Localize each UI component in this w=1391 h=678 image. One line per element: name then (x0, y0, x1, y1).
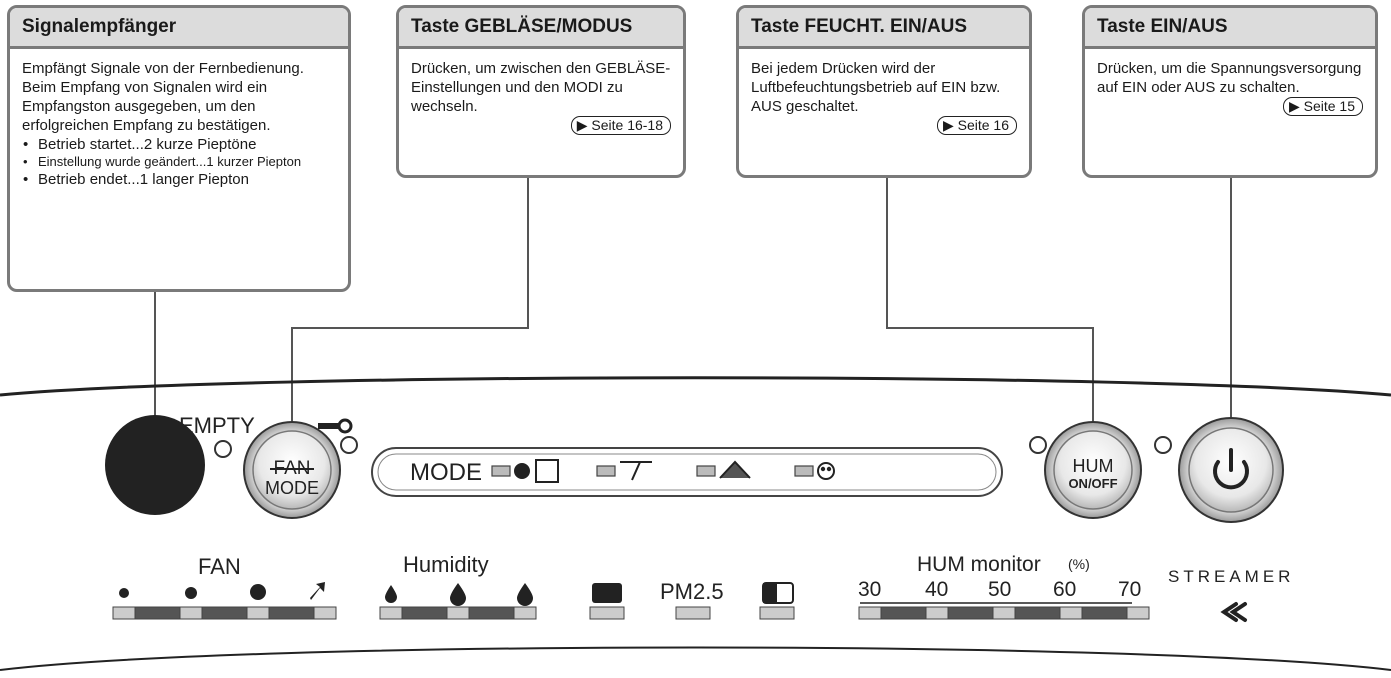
callout-title: Taste FEUCHT. EIN/AUS (739, 8, 1029, 49)
humidity-level-icons (385, 583, 533, 606)
key-led (340, 436, 358, 454)
power-led (1154, 436, 1172, 454)
mode-indicators (491, 465, 814, 477)
humidity-indicator-bar (379, 606, 537, 620)
auto-fan-icon (514, 459, 559, 483)
power-button[interactable] (1178, 417, 1284, 523)
odor-indicator (759, 582, 795, 620)
streamer-label: STREAMER (1168, 567, 1295, 586)
pollen-icon (719, 460, 751, 479)
hum-monitor-label: HUM monitor (917, 553, 1041, 576)
hum-scale-40: 40 (925, 578, 949, 601)
list-item: Einstellung wurde geändert...1 kurzer Pi… (23, 154, 336, 170)
hum-scale-60: 60 (1053, 578, 1077, 601)
fan-indicator-bar (112, 606, 337, 620)
fan-quiet-icon (119, 588, 129, 598)
callout-title: Signalempfänger (10, 8, 348, 49)
fan-turbo-icon (310, 582, 325, 600)
drop-low-icon (385, 585, 397, 603)
hum-button-label-bottom: ON/OFF (1068, 476, 1118, 491)
callout-text: Bei jedem Drücken wird der Luftbefeuchtu… (751, 60, 1001, 115)
streamer-icon (1220, 602, 1247, 622)
empty-label: EMPTY (179, 413, 255, 438)
fan-high-icon (250, 584, 266, 600)
hum-led (1029, 436, 1047, 454)
mode-display (371, 447, 1003, 497)
drop-mid-icon (450, 583, 466, 606)
fan-low-icon (185, 587, 197, 599)
callout-power: Taste EIN/AUS Drücken, um die Spannungsv… (1082, 5, 1378, 178)
turbo-icon (620, 461, 652, 481)
connector-lines (154, 176, 1232, 440)
fan-mode-button[interactable] (243, 421, 341, 519)
hum-scale-30: 30 (858, 578, 882, 601)
page-reference[interactable]: ▶ Seite 16-18 (570, 116, 671, 135)
dust-indicator (589, 583, 625, 620)
signal-receiver (105, 415, 205, 515)
fan-button-label-top: FAN (273, 458, 311, 479)
callout-title: Taste GEBLÄSE/MODUS (399, 8, 683, 49)
hum-button-label-top: HUM (1072, 456, 1114, 476)
page-reference[interactable]: ▶ Seite 15 (1282, 97, 1363, 116)
empty-led (214, 440, 232, 458)
hum-onoff-button[interactable] (1044, 421, 1142, 519)
mode-label: MODE (410, 459, 482, 486)
eco-icon (817, 462, 835, 480)
fan-label: FAN (198, 554, 241, 579)
drop-high-icon (517, 583, 533, 606)
hum-scale-50: 50 (988, 578, 1012, 601)
callout-hum: Taste FEUCHT. EIN/AUS Bei jedem Drücken … (736, 5, 1032, 178)
callout-text: Drücken, um die Spannungsversorgung auf … (1097, 60, 1362, 96)
callout-signal-receiver: Signalempfänger Empfängt Signale von der… (7, 5, 351, 292)
hum-monitor-bar (858, 602, 1150, 620)
pm25-indicator (675, 606, 711, 620)
page-reference[interactable]: ▶ Seite 16 (936, 116, 1017, 135)
humidity-label: Humidity (403, 552, 489, 577)
beep-list: Betrieb startet...2 kurze Pieptöne Einst… (22, 135, 336, 189)
power-icon (1213, 448, 1249, 490)
fan-button-label-bottom: MODE (265, 478, 319, 498)
mode-icons (514, 459, 835, 483)
callout-text: Drücken, um zwischen den GEBLÄSE-Einstel… (411, 60, 671, 115)
callout-title: Taste EIN/AUS (1085, 8, 1375, 49)
hum-monitor-unit: (%) (1068, 556, 1090, 572)
list-item: Betrieb endet...1 langer Piepton (23, 170, 336, 189)
callout-fan-mode: Taste GEBLÄSE/MODUS Drücken, um zwischen… (396, 5, 686, 178)
fan-speed-icons (119, 582, 325, 600)
child-lock-icon (318, 418, 353, 434)
device-top-edge (0, 376, 1391, 397)
callout-text: Empfängt Signale von der Fernbedienung. … (22, 60, 304, 134)
device-bottom-edge (0, 646, 1391, 671)
pm25-label: PM2.5 (660, 579, 724, 604)
hum-scale-70: 70 (1118, 578, 1142, 601)
dust-icon (592, 583, 622, 603)
list-item: Betrieb startet...2 kurze Pieptöne (23, 135, 336, 154)
